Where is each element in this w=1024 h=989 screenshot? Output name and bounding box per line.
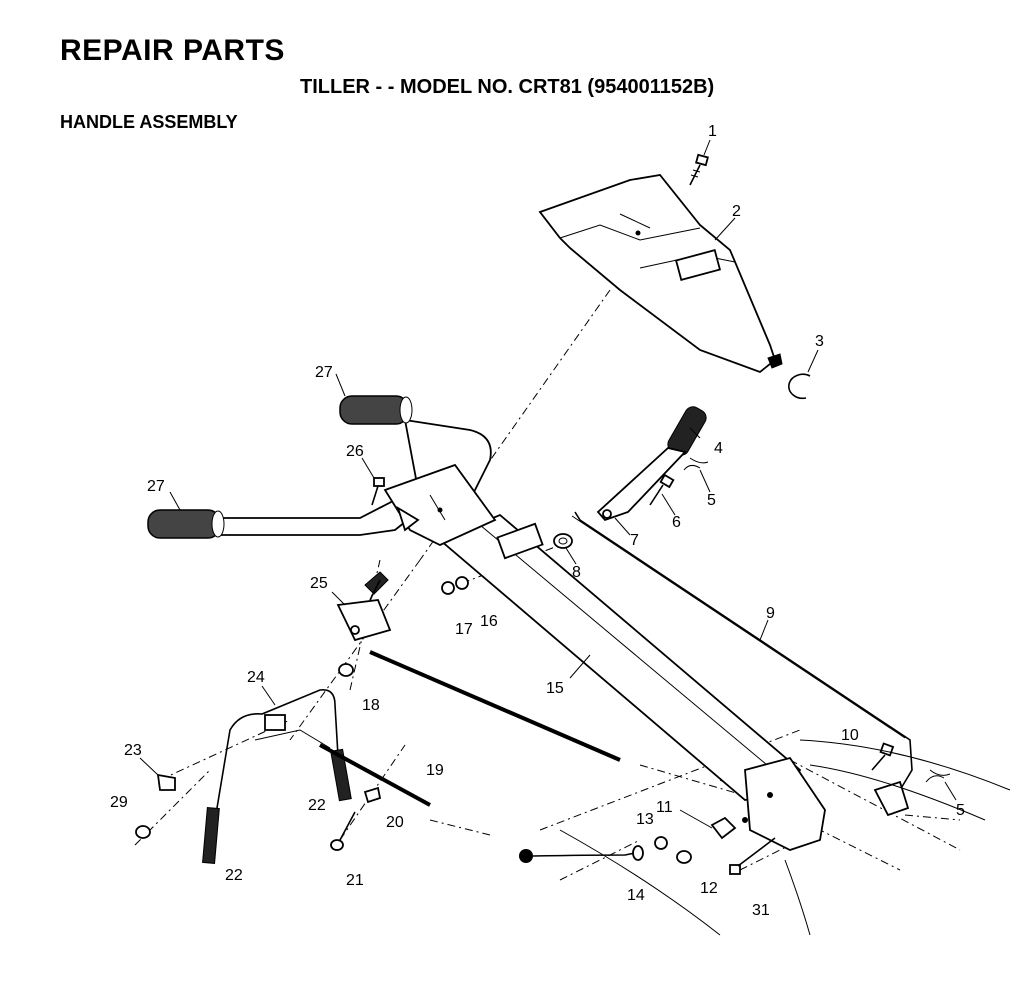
- callout-31: 31: [752, 902, 770, 919]
- part-control-bracket: [336, 571, 392, 642]
- callout-29: 29: [110, 794, 128, 811]
- callout-13: 13: [636, 811, 654, 828]
- callout-12: 12: [700, 880, 718, 897]
- callout-21: 21: [346, 872, 364, 889]
- callout-22-lower: 22: [225, 867, 243, 884]
- part-throttle-cable: [369, 650, 621, 762]
- part-bolt-10: [871, 742, 895, 771]
- callout-5-top: 5: [707, 492, 716, 509]
- page-title: REPAIR PARTS: [60, 34, 285, 67]
- callout-3: 3: [815, 333, 824, 350]
- section-heading: HANDLE ASSEMBLY: [60, 112, 238, 132]
- part-clutch-bail: [209, 688, 341, 851]
- part-bolt-21: [330, 811, 356, 851]
- callout-24: 24: [247, 669, 265, 686]
- part-clip-23: [156, 773, 176, 791]
- callout-6: 6: [672, 514, 681, 531]
- part-rod-end-bracket: [873, 780, 910, 817]
- callout-leaders: [139, 139, 957, 829]
- callout-27-lower: 27: [147, 478, 165, 495]
- part-nut-18: [338, 663, 354, 677]
- part-bolt-31: [729, 837, 776, 875]
- part-shift-rod: [571, 511, 913, 791]
- callout-16: 16: [480, 613, 498, 630]
- part-bolt-6: [649, 473, 675, 506]
- callout-18: 18: [362, 697, 380, 714]
- callout-labels: 1 2 3 4 5 6 7 8 9 10 11 12 13 14 15 16 1…: [110, 123, 965, 919]
- part-depth-lever: [519, 845, 644, 863]
- part-bail-grip-upper: [330, 748, 352, 802]
- part-bail-grip-lower: [202, 807, 220, 864]
- callout-7: 7: [630, 532, 639, 549]
- part-grip-upper: [339, 395, 413, 425]
- part-bolt-26: [371, 477, 385, 506]
- part-grip-lower: [147, 509, 225, 539]
- part-screw-1: [689, 153, 709, 186]
- tine-shield-outline: [559, 739, 1011, 936]
- part-clutch-rod: [319, 743, 431, 807]
- part-control-lever: [596, 447, 687, 522]
- part-handle-tube: [438, 513, 826, 851]
- part-handle-cover: [538, 174, 783, 374]
- callout-25: 25: [310, 575, 328, 592]
- part-handlebar: [219, 418, 497, 546]
- part-hairpin-bottom: [925, 769, 951, 783]
- callout-11: 11: [656, 799, 673, 816]
- callout-9: 9: [766, 605, 775, 622]
- part-washers-16-17: [441, 576, 469, 595]
- callout-17: 17: [455, 621, 473, 638]
- part-wing-nut-11: [710, 816, 737, 840]
- callout-2: 2: [732, 203, 741, 220]
- callout-20: 20: [386, 814, 404, 831]
- part-washer-12: [676, 850, 692, 864]
- callout-14: 14: [627, 887, 645, 904]
- part-washer-13: [654, 836, 668, 850]
- callout-10: 10: [841, 727, 859, 744]
- callout-5-bottom: 5: [956, 802, 965, 819]
- callout-1: 1: [708, 123, 717, 140]
- callout-27-upper: 27: [315, 364, 333, 381]
- callout-23: 23: [124, 742, 142, 759]
- part-clip-ring: [788, 373, 811, 400]
- callout-26: 26: [346, 443, 364, 460]
- part-hairpin-top: [683, 457, 709, 471]
- part-nut-29: [135, 825, 151, 839]
- part-fitting-20: [363, 786, 382, 804]
- callout-15: 15: [546, 680, 564, 697]
- callout-22-upper: 22: [308, 797, 326, 814]
- callout-4: 4: [714, 440, 723, 457]
- callout-8: 8: [572, 564, 581, 581]
- callout-19: 19: [426, 762, 444, 779]
- model-subtitle: TILLER - - MODEL NO. CRT81 (954001152B): [300, 76, 715, 98]
- part-spacer-8: [553, 533, 573, 549]
